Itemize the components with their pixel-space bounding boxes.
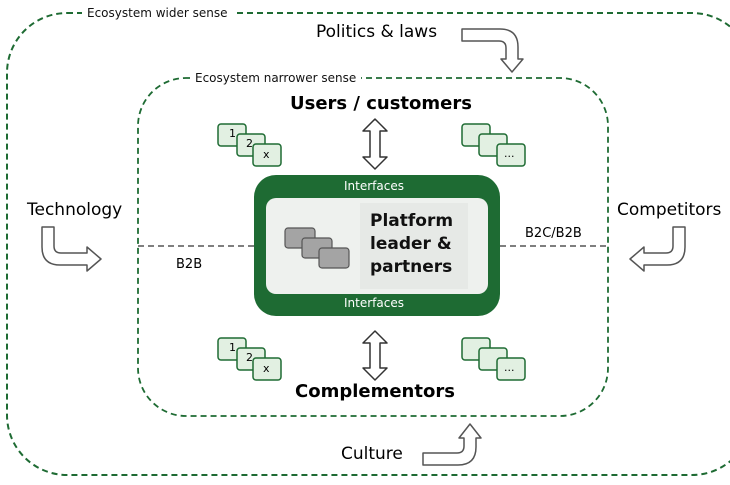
card-label-2: 2 <box>246 137 253 150</box>
culture-label: Culture <box>341 444 403 464</box>
culture-arrow-icon <box>422 423 482 466</box>
technology-arrow-icon <box>41 226 102 272</box>
b2c-b2b-label: B2C/B2B <box>525 226 582 241</box>
double-arrow-users-icon <box>362 118 388 170</box>
card-label-1: 1 <box>229 341 236 354</box>
complementor-card-stack-left <box>217 337 282 381</box>
inner-ecosystem-label: Ecosystem narrower sense <box>190 71 362 85</box>
card-label-1: 1 <box>229 127 236 140</box>
user-card-stack-left <box>217 123 282 167</box>
outer-ecosystem-label: Ecosystem wider sense <box>82 6 233 20</box>
user-card-stack-right <box>461 123 526 167</box>
b2b-label: B2B <box>176 257 203 272</box>
competitors-label: Competitors <box>617 200 722 220</box>
card-label-ellipsis: ... <box>504 361 515 374</box>
technology-label: Technology <box>27 200 123 220</box>
card-label-2: 2 <box>246 351 253 364</box>
complementor-card-stack-right <box>461 337 526 381</box>
card-label-x: x <box>263 148 270 161</box>
platform-title-panel <box>360 203 468 289</box>
card <box>496 357 526 381</box>
card-label-ellipsis: ... <box>504 147 515 160</box>
users-customers-label: Users / customers <box>290 93 472 114</box>
interfaces-top-label: Interfaces <box>344 179 404 193</box>
platform-title: Platform leader & partners <box>370 211 454 277</box>
card-label-x: x <box>263 362 270 375</box>
card <box>496 143 526 167</box>
competitors-arrow-icon <box>629 226 686 272</box>
outer-ecosystem-boundary <box>6 12 730 476</box>
card <box>252 357 282 381</box>
card <box>252 143 282 167</box>
politics-label: Politics & laws <box>316 22 438 42</box>
platform-card-stack <box>284 227 350 269</box>
complementors-label: Complementors <box>295 381 455 402</box>
platform-card-3 <box>318 247 350 269</box>
interfaces-bottom-label: Interfaces <box>344 296 404 310</box>
double-arrow-complementors-icon <box>362 330 388 381</box>
inner-ecosystem-boundary <box>137 77 609 417</box>
politics-arrow-icon <box>461 28 524 73</box>
